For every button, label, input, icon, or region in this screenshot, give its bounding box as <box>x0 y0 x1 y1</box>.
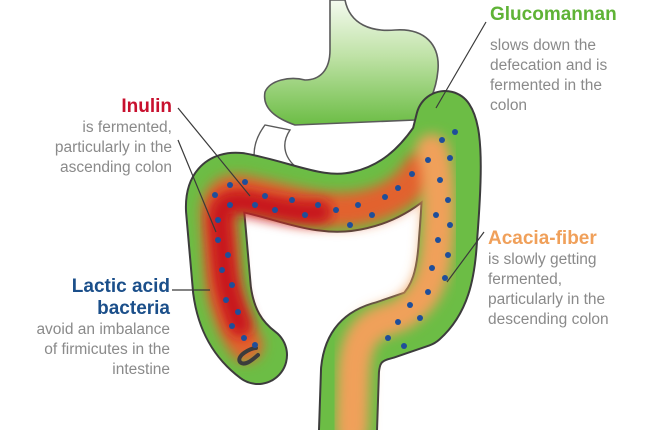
lactic-title-line-2: bacteria <box>97 298 170 319</box>
glucomannan-desc-line-4: colon <box>490 97 528 114</box>
glucomannan-desc-line-3: fermented in the <box>490 77 603 94</box>
inulin-desc-line-3: ascending colon <box>59 159 172 176</box>
glucomannan-desc-line-2: defecation and is <box>490 57 608 74</box>
acacia-title: Acacia-fiber <box>488 228 597 249</box>
glucomannan-leader <box>435 21 487 109</box>
glucomannan-title: Glucomannan <box>490 4 617 25</box>
acacia-desc-line-1: is slowly getting <box>488 251 597 268</box>
leader-lines <box>172 21 487 291</box>
lactic-desc-line-2: of firmicutes in the <box>44 341 170 358</box>
acacia-leader <box>446 231 485 283</box>
inulin-title: Inulin <box>121 96 172 117</box>
inulin-leader-2 <box>177 139 217 233</box>
acacia-label: Acacia-fiber is slowly getting fermented… <box>488 228 648 330</box>
inulin-leader-1 <box>177 107 251 197</box>
acacia-desc-line-2: fermented, <box>488 271 563 288</box>
glucomannan-desc-line-1: slows down the <box>490 37 596 54</box>
lactic-label: Lactic acid bacteria avoid an imbalance … <box>0 276 170 380</box>
lactic-title-line-1: Lactic acid <box>71 276 170 297</box>
glucomannan-label: Glucomannan slows down the defecation an… <box>490 4 650 116</box>
inulin-desc-line-1: is fermented, <box>82 119 172 136</box>
lactic-desc-line-3: intestine <box>112 361 170 378</box>
colon <box>184 90 482 430</box>
stomach <box>263 0 439 126</box>
inulin-desc-line-2: particularly in the <box>54 139 172 156</box>
acacia-desc-line-3: particularly in the <box>488 291 606 308</box>
lactic-bacteria-dots <box>212 129 458 349</box>
acacia-desc-line-4: descending colon <box>488 311 609 328</box>
inulin-label: Inulin is fermented, particularly in the… <box>0 96 172 178</box>
lactic-desc-line-1: avoid an imbalance <box>36 321 170 338</box>
